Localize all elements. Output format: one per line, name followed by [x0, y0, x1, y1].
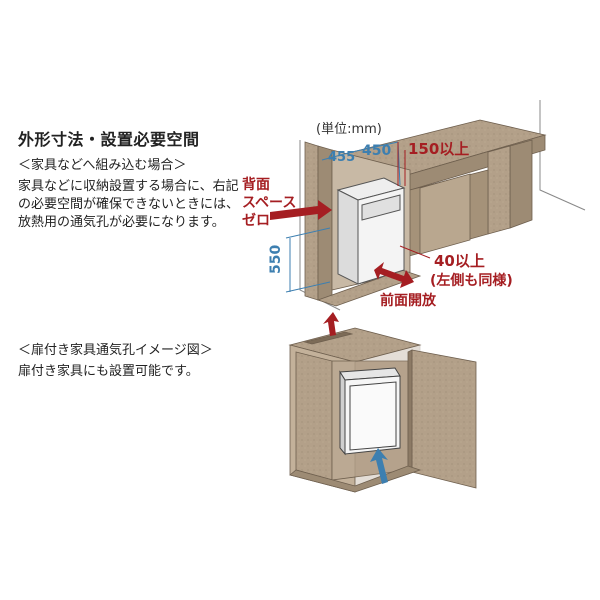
vent-out-arrow: [323, 312, 339, 336]
fridge-in-cabinet: [339, 367, 401, 456]
depth-dimension: 455: [328, 150, 356, 165]
section1-body: 家具などに収納設置する場合に、右記の必要空間が確保できないときには、放熱用の通気…: [18, 179, 240, 230]
front-open-arrow: [374, 262, 414, 288]
fridge-top-view: [336, 177, 406, 285]
page-title: 外形寸法・設置必要空間: [18, 130, 200, 149]
height-dimension: 550: [268, 244, 284, 274]
side-clearance-note: (左側も同様): [430, 273, 513, 289]
back-space-label-2: スペース: [242, 195, 297, 211]
clearance-lines: [397, 142, 431, 259]
vent-in-arrow: [370, 448, 388, 484]
side-clearance-label: 40以上: [434, 252, 485, 270]
section2-body: 扉付き家具にも設置可能です。: [18, 364, 199, 379]
width-dimension: 450: [362, 143, 392, 159]
unit-label: (単位:mm): [316, 122, 382, 137]
top-clearance-label: 150以上: [408, 140, 470, 158]
front-open-label: 前面開放: [380, 293, 436, 309]
wall-outline: [299, 100, 586, 311]
back-space-label-1: 背面: [242, 177, 270, 193]
back-space-arrow: [270, 200, 332, 220]
back-space-label-3: ゼロ: [242, 213, 270, 229]
section1-subtitle: ＜家具などへ組み込む場合＞: [18, 158, 187, 173]
section2-subtitle: ＜扉付き家具通気孔イメージ図＞: [18, 343, 213, 358]
